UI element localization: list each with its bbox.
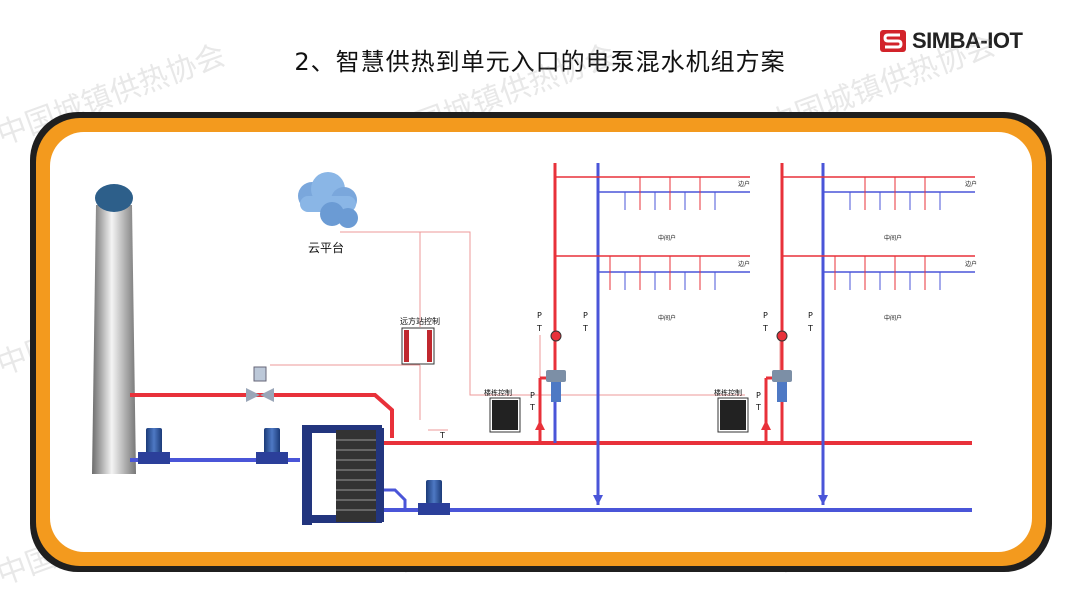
signal-lines <box>270 231 781 420</box>
temperature-label: T <box>582 324 588 333</box>
edge-household-label: 边户 <box>738 260 750 268</box>
middle-household-label: 中间户 <box>658 314 676 322</box>
edge-household-label: 边户 <box>965 180 977 188</box>
pressure-label: P <box>583 311 588 320</box>
diagram-area <box>50 132 1032 552</box>
pressure-label: P <box>530 391 535 400</box>
temperature-sensor-label: T <box>439 431 445 440</box>
control-valve-icon <box>246 366 274 402</box>
temperature-label: T <box>755 403 761 412</box>
building-unit-1 <box>489 163 750 505</box>
middle-household-label: 中间户 <box>884 314 902 322</box>
pressure-label: P <box>763 311 768 320</box>
simba-logo-icon <box>880 30 906 52</box>
remote-control-cabinet <box>401 327 435 365</box>
cloud-platform-label: 云平台 <box>308 240 344 255</box>
temperature-label: T <box>529 403 535 412</box>
pressure-label: P <box>808 311 813 320</box>
logo: SIMBA-IOT <box>880 28 1023 54</box>
remote-control-label: 远方站控制 <box>400 316 440 326</box>
return-bypass-pipe <box>380 488 407 510</box>
plate-heat-exchanger <box>302 425 384 525</box>
edge-household-label: 边户 <box>965 260 977 268</box>
building-unit-2 <box>717 163 975 505</box>
temperature-label: T <box>536 324 542 333</box>
pump-icon <box>418 480 450 515</box>
pressure-label: P <box>537 311 542 320</box>
temperature-label: T <box>807 324 813 333</box>
logo-text: SIMBA-IOT <box>912 28 1023 53</box>
building-control-label: 楼栋控制 <box>484 388 512 397</box>
building-control-label: 楼栋控制 <box>714 388 742 397</box>
cloud-icon <box>298 172 358 228</box>
chimney <box>92 184 136 474</box>
middle-household-label: 中间户 <box>658 234 676 242</box>
pressure-label: P <box>756 391 761 400</box>
pump-icon <box>256 428 288 464</box>
page-title: 2、智慧供热到单元入口的电泵混水机组方案 <box>294 48 786 76</box>
pump-icon <box>138 428 170 464</box>
edge-household-label: 边户 <box>738 180 750 188</box>
temperature-label: T <box>762 324 768 333</box>
middle-household-label: 中间户 <box>884 234 902 242</box>
